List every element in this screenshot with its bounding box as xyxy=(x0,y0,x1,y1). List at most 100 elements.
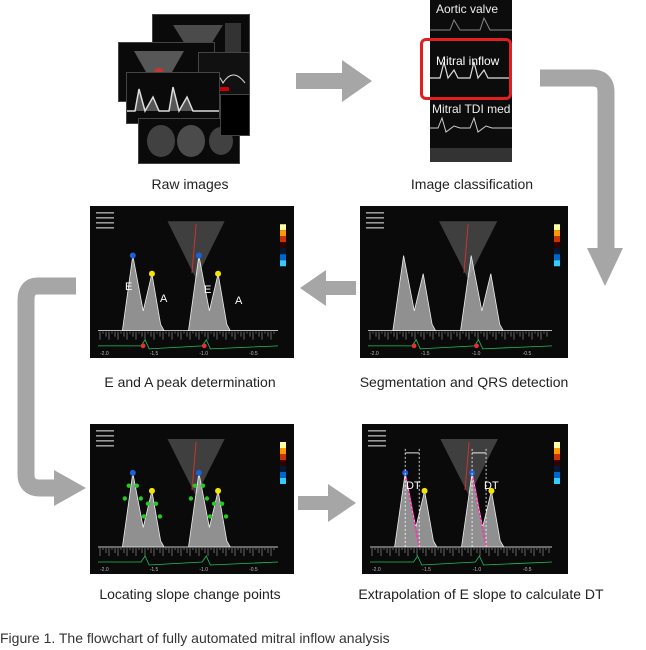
e-peak-marker xyxy=(129,469,136,476)
color-bar-cell xyxy=(280,478,286,484)
color-bar-cell xyxy=(280,472,286,478)
color-bar-cell xyxy=(280,248,286,255)
caption-extrapolation: Extrapolation of E slope to calculate DT xyxy=(358,586,604,602)
color-bar-cell xyxy=(280,260,286,267)
ea-peak-panel: -2.0-1.5-1.0-0.5 E A E A xyxy=(90,206,294,358)
dt-label-1: DT xyxy=(406,480,421,492)
slope-change-point xyxy=(200,483,206,488)
caption-ea-peak: E and A peak determination xyxy=(104,374,276,390)
arrow-right-2 xyxy=(298,484,356,522)
slope-change-point xyxy=(223,514,229,519)
color-bar-cell xyxy=(280,454,286,460)
arrow-left-1 xyxy=(300,270,356,306)
echo-sector xyxy=(167,221,225,279)
header-text-line xyxy=(96,435,114,437)
axis-tick-label: -2.0 xyxy=(100,351,109,357)
echo-sector xyxy=(439,221,498,279)
a-peak-marker xyxy=(148,270,155,277)
raw-image-side xyxy=(220,94,250,136)
slope-change-point xyxy=(122,496,127,501)
raw-image-doppler xyxy=(126,72,220,124)
header-text-line xyxy=(366,222,384,224)
cursor-line xyxy=(191,224,197,273)
color-bar-cell xyxy=(554,242,560,249)
header-text-line xyxy=(96,445,114,447)
color-bar-cell xyxy=(554,442,560,448)
a-peak-marker xyxy=(488,487,495,494)
header-text-line xyxy=(368,440,386,442)
axis-tick-label: -1.5 xyxy=(422,567,431,573)
header-text-line xyxy=(96,212,114,214)
header-text-line xyxy=(366,227,384,229)
axis-tick-label: -1.0 xyxy=(473,567,482,573)
header-text-line xyxy=(96,227,114,229)
header-text-line xyxy=(96,222,114,224)
axis-tick-label: -1.5 xyxy=(421,351,430,357)
e-peak-marker xyxy=(469,469,476,476)
header-text-line xyxy=(368,435,386,437)
ecg-trace xyxy=(368,339,553,350)
peak-label-a2: A xyxy=(235,295,243,307)
color-bar-cell xyxy=(554,466,560,472)
slope-change-point xyxy=(138,496,143,501)
classification-highlight-box xyxy=(420,38,512,100)
axis-tick-label: -2.0 xyxy=(100,567,109,573)
color-bar-cell xyxy=(554,460,560,466)
raw-images-collage xyxy=(118,14,250,164)
header-text-line xyxy=(368,430,386,432)
echo-sector xyxy=(167,439,225,496)
ecg-trace xyxy=(98,555,279,566)
color-bar-cell xyxy=(554,224,560,231)
header-text-line xyxy=(96,440,114,442)
color-bar-cell xyxy=(554,248,560,255)
slope-change-point xyxy=(145,501,151,506)
doppler-waveform xyxy=(367,255,552,332)
color-bar-cell xyxy=(554,230,560,237)
header-text-line xyxy=(368,445,386,447)
axis-tick-label: -2.0 xyxy=(372,567,381,573)
qrs-marker xyxy=(201,343,207,349)
slope-points-panel: -2.0-1.5-1.0-0.5 xyxy=(90,424,294,574)
slope-change-point xyxy=(157,514,163,519)
slope-change-point xyxy=(188,496,194,501)
arrow-bend-down-left xyxy=(17,277,86,506)
header-text-line xyxy=(96,430,114,432)
color-bar-cell xyxy=(554,478,560,484)
slope-change-point xyxy=(219,501,225,506)
slope-change-point xyxy=(207,514,213,519)
cursor-line xyxy=(463,224,469,273)
doppler-waveform xyxy=(98,472,278,548)
color-bar-cell xyxy=(280,230,286,237)
slope-change-point xyxy=(211,501,217,506)
peak-label-a1: A xyxy=(160,293,168,305)
header-text-line xyxy=(366,212,384,214)
color-bar-cell xyxy=(554,260,560,267)
axis-tick-label: -0.5 xyxy=(249,351,258,357)
axis-tick-label: -0.5 xyxy=(523,567,532,573)
classification-label-top: Aortic valve xyxy=(436,2,499,16)
a-peak-marker xyxy=(215,270,222,277)
axis-tick-label: -1.5 xyxy=(150,351,159,357)
axis-tick-label: -1.0 xyxy=(199,351,208,357)
a-peak-marker xyxy=(148,487,155,494)
color-bar-cell xyxy=(280,442,286,448)
slope-change-point xyxy=(192,483,198,488)
caption-raw-images: Raw images xyxy=(151,176,229,192)
cursor-line xyxy=(464,441,470,491)
e-peak-marker xyxy=(129,252,136,259)
color-bar-cell xyxy=(280,254,286,261)
e-slope-extrapolation xyxy=(404,472,420,548)
arrow-bend-down xyxy=(540,69,623,286)
segmentation-panel: -2.0-1.5-1.0-0.5 xyxy=(360,206,568,358)
color-bar-cell xyxy=(280,460,286,466)
color-bar-cell xyxy=(554,254,560,261)
color-bar-cell xyxy=(280,242,286,249)
header-text-line xyxy=(96,217,114,219)
caption-image-classification: Image classification xyxy=(410,176,534,192)
peak-label-e1: E xyxy=(125,281,133,293)
color-bar-cell xyxy=(554,236,560,243)
classification-label-bottom: Mitral TDI med xyxy=(432,102,511,116)
cursor-line xyxy=(191,441,197,491)
color-bar-cell xyxy=(280,466,286,472)
slope-change-point xyxy=(153,501,159,506)
